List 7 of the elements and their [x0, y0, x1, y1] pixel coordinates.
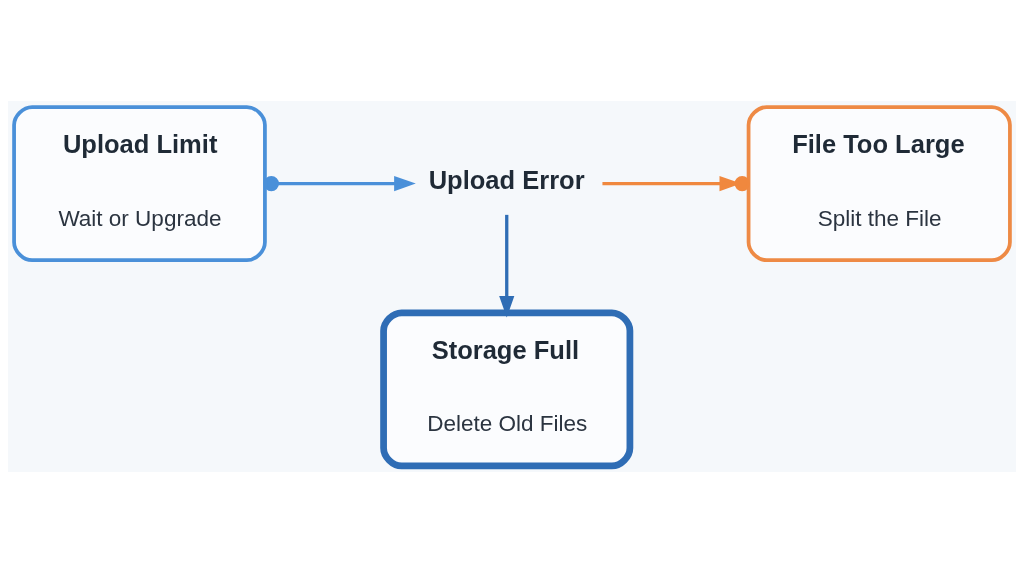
node-text: Upload Error — [428, 165, 585, 194]
arrow — [602, 175, 750, 191]
node-box: Upload Limit Wait or Upgrade — [12, 104, 267, 262]
arrow — [499, 214, 515, 318]
arrow — [263, 175, 416, 191]
node-box: Storage Full Delete Old Files — [380, 308, 634, 469]
node-box: File Too Large Split the File — [746, 104, 1012, 262]
